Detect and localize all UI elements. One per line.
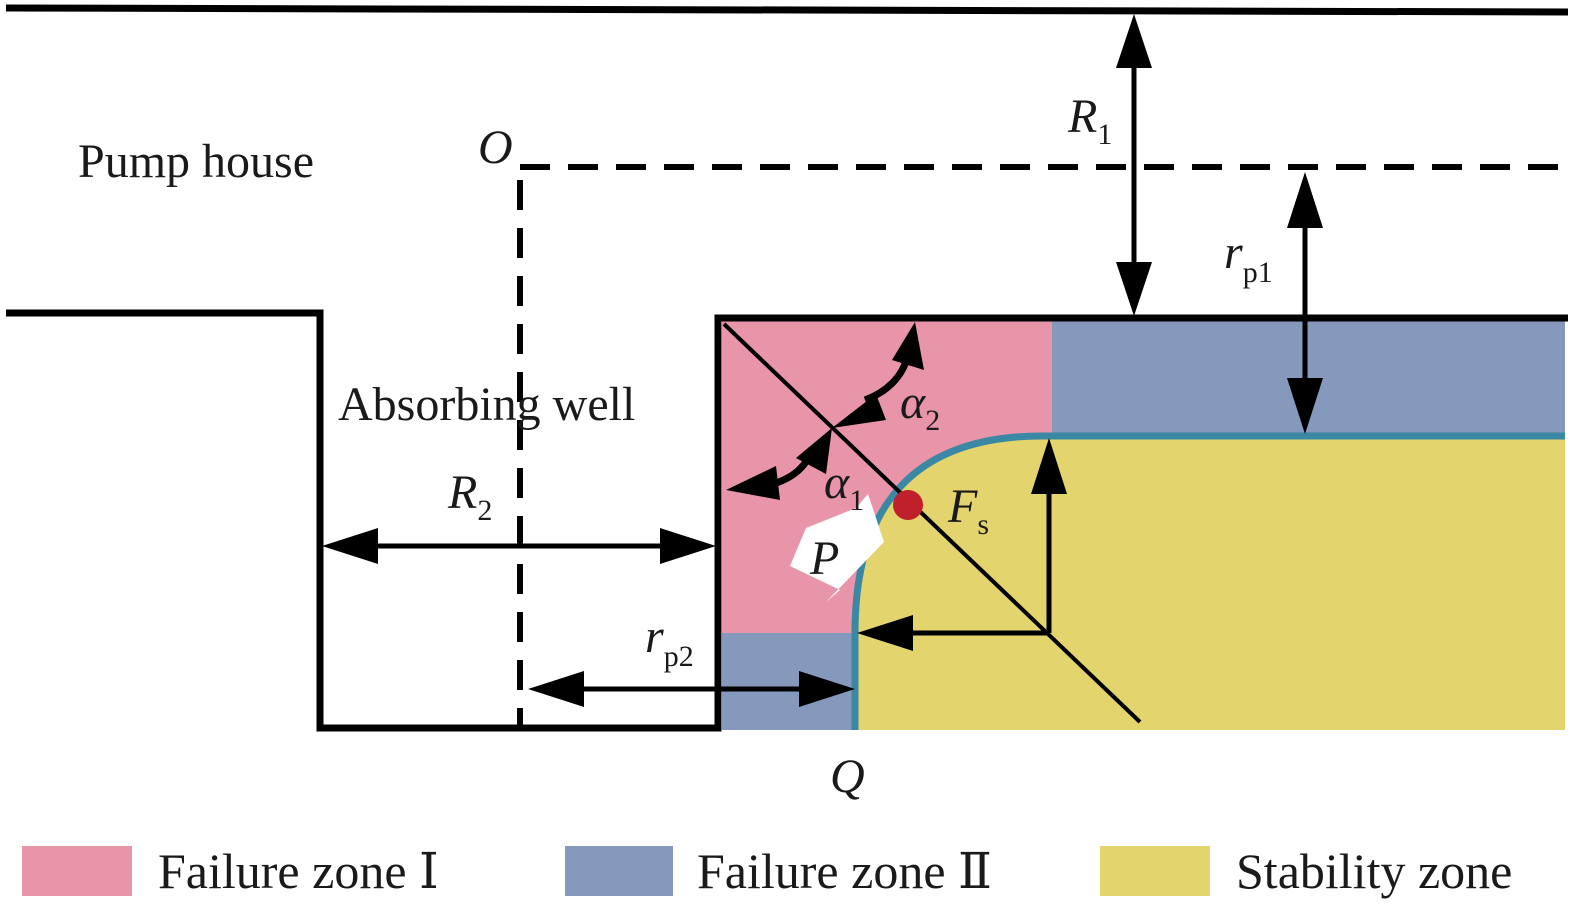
arrowheads xyxy=(322,14,1323,707)
horizontal-normal-arrowhead xyxy=(857,615,913,651)
R2-right-arrowhead xyxy=(660,528,716,564)
R2-label: R2 xyxy=(447,466,492,527)
legend-label-stability-zone: Stability zone xyxy=(1236,843,1512,899)
P-label: P xyxy=(809,532,839,585)
pressure-arrow xyxy=(790,494,884,602)
legend-swatch-failure-zone-2 xyxy=(565,846,673,896)
Fs-point xyxy=(893,490,923,520)
rp1-top-arrowhead xyxy=(1287,172,1323,228)
alpha2-top-arrowhead xyxy=(892,322,924,370)
Q-label: Q xyxy=(830,750,865,803)
vertical-normal-arrowhead xyxy=(1031,438,1067,494)
origin-label: O xyxy=(478,121,513,174)
legend-label-failure-zone-2: Failure zone Ⅱ xyxy=(697,843,992,899)
alpha1-right-arrowhead xyxy=(796,428,832,474)
axes-dashed xyxy=(517,164,1565,728)
Fs-label: Fs xyxy=(947,480,989,541)
failure-zone-2-bottom-region xyxy=(722,633,855,730)
alpha1-label: α1 xyxy=(824,456,864,517)
R1-top-arrowhead xyxy=(1116,14,1152,68)
pump-house-top-edge xyxy=(5,4,1569,16)
diagonal-line xyxy=(722,322,1142,724)
legend: Failure zone Ⅰ Failure zone Ⅱ Stability … xyxy=(22,843,1512,899)
rp1-bottom-arrowhead xyxy=(1287,378,1323,434)
rp1-label: rp1 xyxy=(1224,226,1273,289)
dimension-arrows xyxy=(372,60,1308,692)
legend-swatch-stability-zone xyxy=(1100,846,1210,896)
absorbing-well-label: Absorbing well xyxy=(338,378,635,431)
rp2-right-arrowhead xyxy=(799,671,855,707)
pump-house-label: Pump house xyxy=(78,135,314,188)
alpha2-label: α2 xyxy=(900,376,940,437)
rp2-left-arrowhead xyxy=(528,671,584,707)
plastic-zone-boundary xyxy=(851,432,1565,730)
angle-arrowheads xyxy=(726,322,924,500)
R2-left-arrowhead xyxy=(322,528,378,564)
legend-label-failure-zone-1: Failure zone Ⅰ xyxy=(158,843,439,899)
R1-bottom-arrowhead xyxy=(1116,262,1152,316)
rp2-label: rp2 xyxy=(645,610,694,673)
alpha2-left-arrowhead xyxy=(832,394,886,428)
R1-label: R1 xyxy=(1067,90,1112,151)
alpha1-left-arrowhead xyxy=(726,466,780,500)
stability-zone-region xyxy=(855,436,1565,730)
legend-swatch-failure-zone-1 xyxy=(22,846,132,896)
